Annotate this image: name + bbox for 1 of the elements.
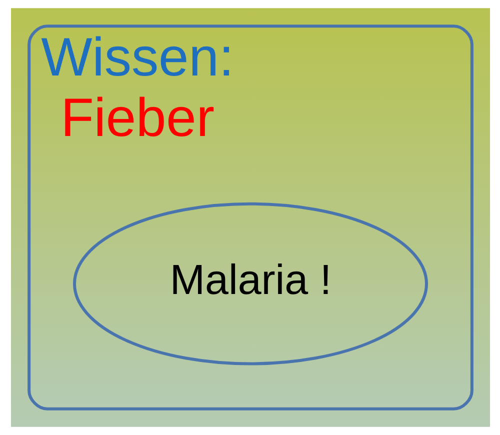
node-ellipse: Malaria ! [72, 202, 428, 366]
